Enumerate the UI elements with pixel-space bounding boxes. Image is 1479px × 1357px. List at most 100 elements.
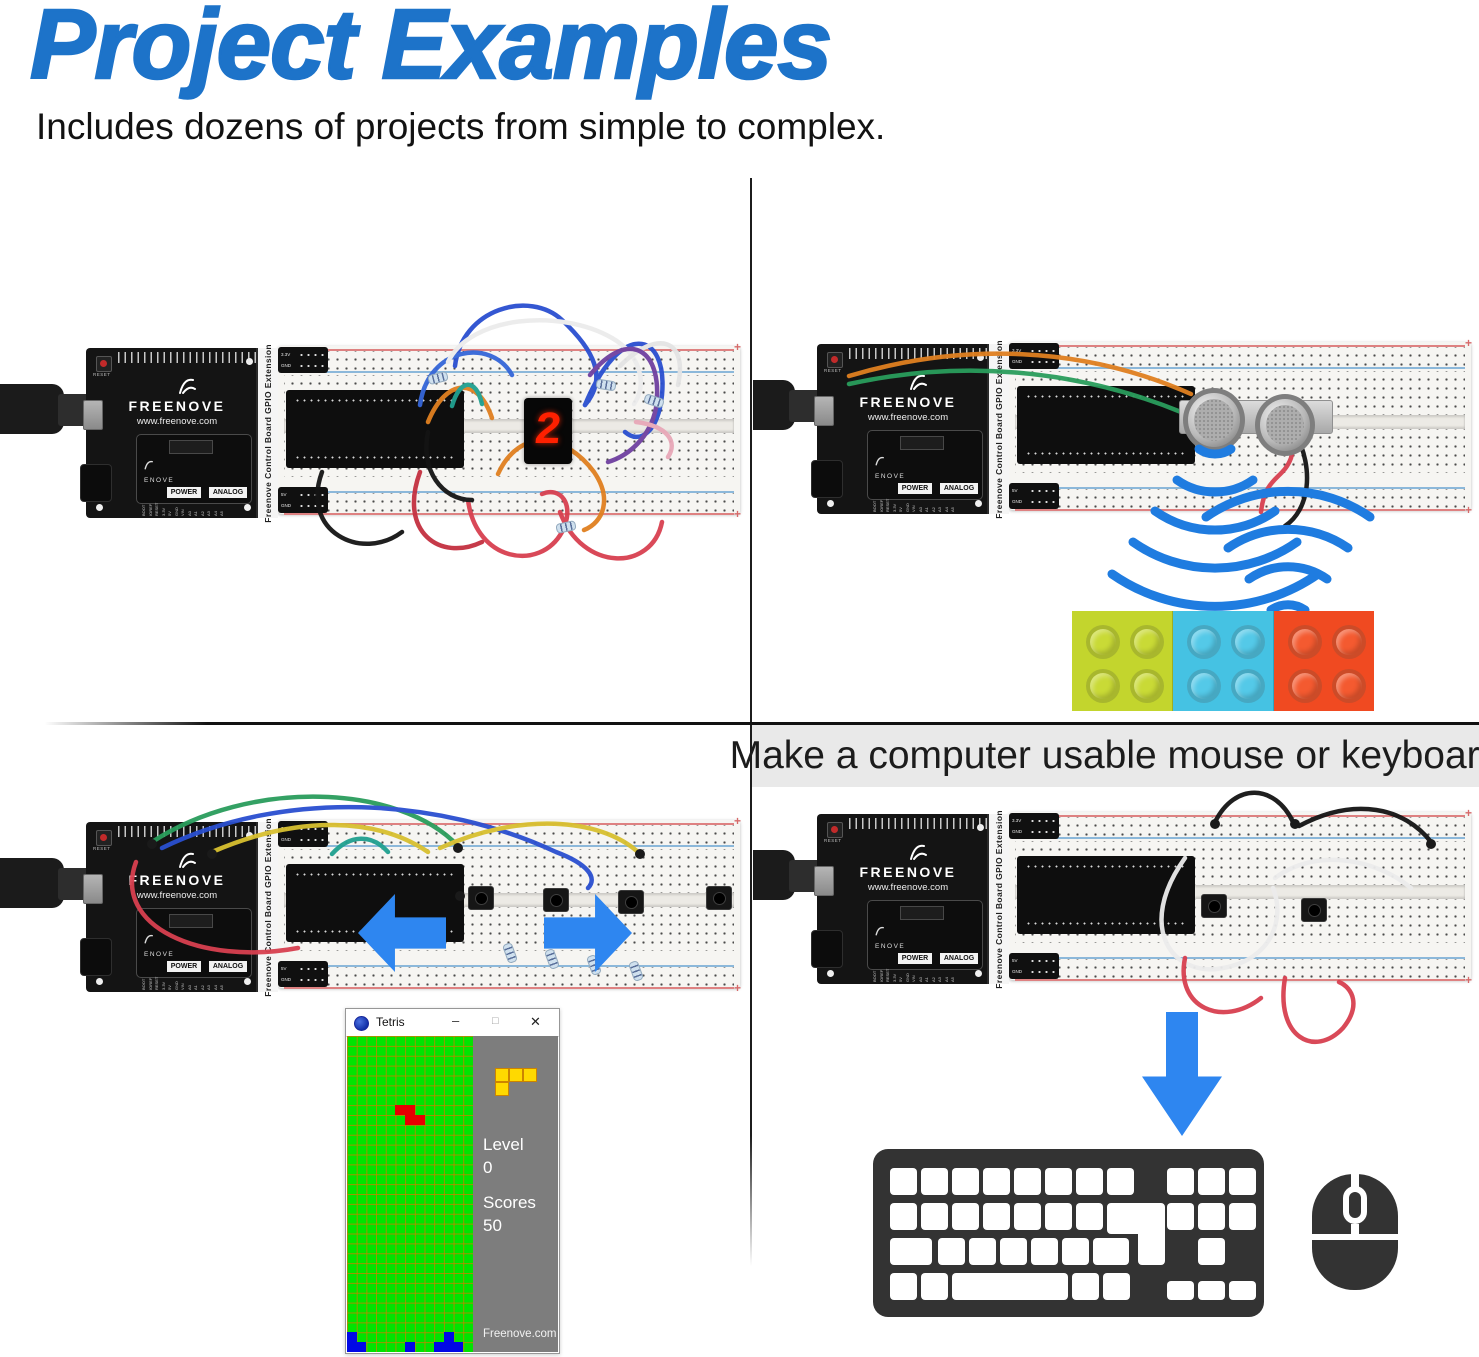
rail-label: 3.3V bbox=[1012, 818, 1022, 823]
caption-banner: Make a computer usable mouse or keyboard bbox=[730, 725, 1479, 787]
pin-label: A4 bbox=[943, 507, 949, 512]
rail-holes bbox=[298, 351, 325, 358]
reset-label: RESET bbox=[824, 838, 842, 843]
maximize-icon: □ bbox=[492, 1015, 499, 1027]
chip bbox=[169, 440, 213, 454]
freenove-logo-icon bbox=[910, 844, 927, 860]
power-tag: POWER bbox=[898, 483, 932, 494]
pin-label: A2 bbox=[930, 977, 936, 982]
pin-label: A1 bbox=[924, 977, 929, 982]
strip-label: Freenove Control Board GPIO Extension bbox=[994, 809, 1004, 989]
pin-label: GND bbox=[904, 503, 910, 512]
rail-label: 5V bbox=[1012, 488, 1018, 493]
brand-name: FREENOVE bbox=[859, 394, 957, 410]
pin-label: VIN bbox=[911, 975, 916, 982]
level-value: 0 bbox=[483, 1157, 493, 1177]
tetris-next-piece bbox=[495, 1068, 551, 1110]
usb-cable bbox=[753, 380, 795, 430]
next-piece-cell bbox=[495, 1068, 509, 1082]
barrel-jack bbox=[80, 938, 112, 976]
usb-port bbox=[814, 396, 834, 426]
pin-label: IOREF bbox=[147, 503, 153, 516]
barrel-jack bbox=[811, 930, 843, 968]
reset-label: RESET bbox=[93, 846, 111, 851]
rail-holes bbox=[1029, 828, 1056, 835]
brand-website: www.freenove.com bbox=[867, 412, 949, 423]
pin-label: 5V bbox=[898, 507, 903, 512]
plus-mark: + bbox=[733, 507, 741, 521]
breadboard-top-rail bbox=[284, 823, 734, 847]
freenove-logo-icon bbox=[179, 852, 196, 868]
rail-holes bbox=[1029, 358, 1056, 365]
reset-cap bbox=[99, 833, 107, 841]
tetris-cell bbox=[434, 1342, 444, 1352]
power-tag: POWER bbox=[167, 961, 201, 972]
pin-label: A5 bbox=[219, 511, 224, 516]
rail-holes bbox=[298, 502, 325, 509]
pin-label: A0 bbox=[917, 977, 923, 982]
pin-label: A4 bbox=[212, 985, 218, 990]
tetris-cell bbox=[356, 1342, 367, 1352]
breadboard-top-rail bbox=[284, 349, 734, 373]
close-icon: ✕ bbox=[530, 1014, 541, 1029]
tetris-window-title: Tetris bbox=[376, 1015, 405, 1029]
tetris-cell bbox=[405, 1115, 415, 1125]
gpio-extension-strip: Freenove Control Board GPIO Extension bbox=[987, 340, 1009, 518]
rail-label: GND bbox=[281, 837, 291, 842]
lego-brick-cyan bbox=[1173, 611, 1274, 711]
tetris-field bbox=[347, 1036, 473, 1352]
pin-label: A5 bbox=[950, 977, 955, 982]
rail-holes bbox=[298, 976, 325, 983]
module-label: ENOVE bbox=[875, 473, 906, 480]
reset-button bbox=[827, 822, 843, 838]
usb-cable bbox=[753, 850, 795, 900]
project-photo-hid: + + 3.3V GND 5V GND RESET bbox=[753, 726, 1479, 1357]
brand-name: FREENOVE bbox=[128, 398, 226, 414]
plus-mark: + bbox=[1464, 503, 1472, 517]
pin-label: A2 bbox=[199, 511, 205, 516]
plus-mark: + bbox=[1464, 806, 1472, 820]
pin-label: A1 bbox=[193, 985, 198, 990]
tetris-cell bbox=[443, 1342, 454, 1352]
rail-label: 5V bbox=[281, 966, 287, 971]
tetris-window: Tetris – □ ✕ Level 0 Scores 50 Freenove.… bbox=[345, 1008, 560, 1354]
pin-label: RESET bbox=[154, 976, 159, 990]
barrel-jack bbox=[80, 464, 112, 502]
mouse-icon bbox=[1312, 1174, 1398, 1290]
chip bbox=[900, 436, 944, 450]
pin-label: A3 bbox=[206, 985, 211, 990]
pin-headers bbox=[849, 818, 991, 829]
tetris-cell bbox=[453, 1342, 464, 1352]
breadboard-bottom-rail bbox=[284, 491, 734, 515]
reset-label: RESET bbox=[824, 368, 842, 373]
brand-name: FREENOVE bbox=[128, 872, 226, 888]
pin-label: BOOT bbox=[872, 970, 877, 982]
pin-label: IOREF bbox=[878, 969, 884, 982]
control-board: RESET FREENOVE www.freenove.com ENOVE PO… bbox=[811, 810, 1009, 988]
rail-holes bbox=[298, 825, 325, 832]
control-board: RESET FREENOVE www.freenove.com ENOVE PO… bbox=[80, 344, 278, 522]
pin-label: A1 bbox=[193, 511, 198, 516]
tetris-titlebar: Tetris – □ ✕ bbox=[346, 1009, 559, 1037]
breadboard-bottom-rail bbox=[1015, 487, 1465, 511]
rail-holes bbox=[298, 491, 325, 498]
rail-holes bbox=[1029, 498, 1056, 505]
screw-hole bbox=[975, 970, 982, 977]
pin-label: A4 bbox=[943, 977, 949, 982]
push-button bbox=[706, 886, 732, 910]
lego-brick-green bbox=[1072, 611, 1173, 711]
power-tag: POWER bbox=[898, 953, 932, 964]
rail-label: 3.3V bbox=[281, 826, 291, 831]
rail-holes bbox=[1029, 957, 1056, 964]
module-label: ENOVE bbox=[875, 943, 906, 950]
plus-mark: + bbox=[733, 981, 741, 995]
brand-name: FREENOVE bbox=[859, 864, 957, 880]
tetris-cell bbox=[347, 1342, 357, 1352]
tetris-scores: Scores 50 bbox=[483, 1192, 536, 1238]
analog-tag: ANALOG bbox=[209, 487, 247, 498]
pin-label: VIN bbox=[911, 505, 916, 512]
rail-holes bbox=[298, 836, 325, 843]
project-photo-tetris-buttons: + + 3.3V GND 5V GND RESET bbox=[0, 726, 751, 1357]
screw-hole bbox=[244, 504, 251, 511]
